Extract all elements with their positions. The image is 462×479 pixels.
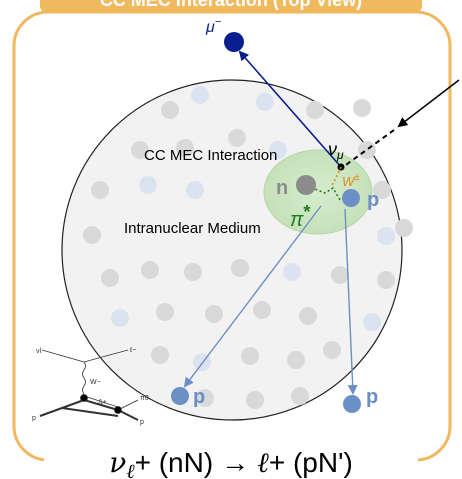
feynman-nu-label: νl — [36, 348, 42, 355]
feynman-lepton-label: ℓ− — [129, 347, 136, 354]
feynman-p-out-label: p — [140, 419, 144, 426]
proton-out-left-label: p — [193, 386, 205, 408]
top-banner — [40, 0, 422, 12]
feynman-pion-label: π0 — [140, 395, 149, 402]
neutrino-line-inside — [342, 129, 395, 168]
neutrino-line-outside — [397, 79, 460, 128]
proton-initial-label: p — [367, 189, 379, 211]
nucleons — [83, 86, 413, 409]
feynman-p-in-label: p — [32, 415, 36, 422]
muon — [224, 32, 244, 52]
proton-out-right-label: p — [366, 386, 378, 408]
muon-label: μ− — [205, 16, 222, 36]
proton-out-left — [171, 387, 189, 405]
feynman-delta-label: Δ+ — [98, 399, 107, 406]
pion-label: π* — [290, 202, 310, 231]
equation-backdrop — [44, 440, 418, 479]
feynman-w-label: W− — [90, 379, 101, 386]
proton-out-right — [343, 395, 361, 413]
w-boson-label: W± — [342, 172, 360, 189]
medium-label: Intranuclear Medium — [124, 220, 261, 237]
neutron-label: n — [276, 177, 288, 199]
neutrino-label: νμ — [328, 139, 344, 162]
top-banner-text: CC MEC Interaction (Top View) — [100, 0, 362, 10]
interaction-label: CC MEC Interaction — [144, 147, 277, 164]
reaction-equation: νℓ+ (nN)→ℓ+ (pN') — [109, 446, 353, 479]
proton-track-left — [183, 205, 322, 388]
neutron — [296, 175, 316, 195]
muon-track — [238, 50, 342, 168]
proton-initial — [342, 189, 360, 207]
proton-track-right — [344, 208, 358, 395]
feynman-inset — [39, 349, 139, 421]
